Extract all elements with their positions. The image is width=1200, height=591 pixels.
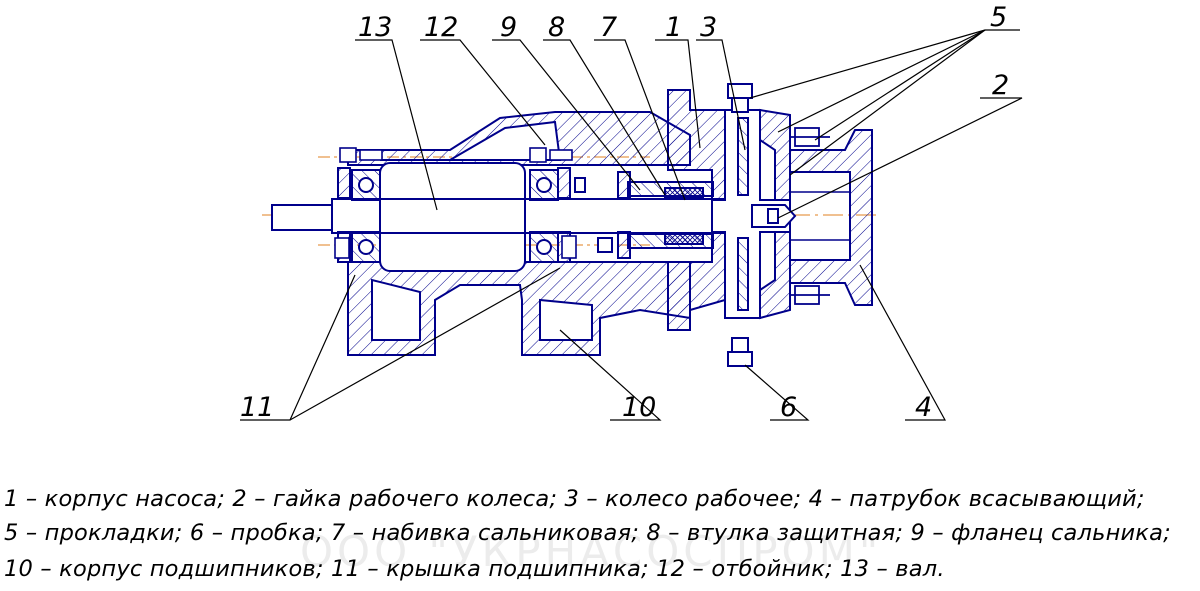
callout-10: 10 — [622, 392, 656, 423]
callout-1: 1 — [665, 12, 682, 43]
impeller-nut — [751, 204, 797, 228]
legend-line-2: 5 – прокладки; 6 – пробка; 7 – набивка с… — [4, 520, 1171, 546]
legend-line-1: 1 – корпус насоса; 2 – гайка рабочего ко… — [4, 486, 1145, 512]
callout-11: 11 — [240, 392, 274, 423]
callout-7: 7 — [600, 12, 617, 43]
pump-assembly-drawing: 13 12 9 8 7 1 3 5 2 11 10 6 4 — [240, 2, 1023, 423]
gland-flange — [617, 171, 631, 259]
deflector — [574, 177, 613, 253]
flange-bolts — [790, 127, 830, 305]
callout-8: 8 — [548, 12, 565, 43]
callout-13: 13 — [358, 12, 392, 43]
callout-9: 9 — [500, 12, 517, 43]
suction-nozzle — [789, 129, 873, 306]
callout-3: 3 — [700, 12, 717, 43]
callout-4: 4 — [915, 392, 932, 423]
watermark: ООО "УКРНАСОСПРОМ" — [300, 527, 883, 576]
cover-bolts — [334, 147, 577, 259]
callout-5: 5 — [990, 2, 1007, 33]
leader-lines — [240, 29, 1023, 421]
callout-2: 2 — [992, 70, 1009, 101]
legend-line-3: 10 – корпус подшипников; 11 – крышка под… — [4, 556, 945, 582]
bearing-left — [351, 169, 381, 263]
callout-12: 12 — [424, 12, 458, 43]
callout-6: 6 — [780, 392, 797, 423]
